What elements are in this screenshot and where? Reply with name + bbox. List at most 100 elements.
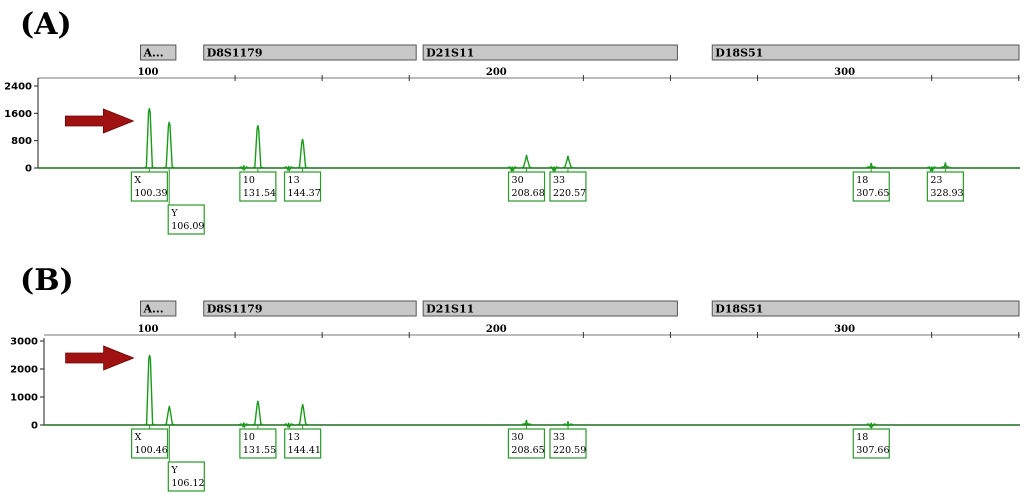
y-tick-label: 800: [11, 136, 32, 147]
allele-peak: [865, 422, 878, 429]
allele-label-box: [852, 171, 890, 202]
allele-size: 144.41: [288, 445, 321, 456]
allele-size: 208.68: [512, 188, 545, 199]
allele-call: X: [134, 175, 141, 186]
allele-size: 220.57: [553, 188, 586, 199]
allele-size: 106.12: [171, 478, 204, 489]
allele-call: 18: [856, 175, 868, 186]
marker-label: D21S11: [426, 47, 474, 60]
stutter-peak: [238, 422, 250, 429]
allele-call: 10: [243, 175, 255, 186]
marker-label: D18S51: [715, 303, 763, 316]
x-tick-label: 200: [486, 67, 507, 78]
y-tick-label: 2400: [4, 82, 32, 93]
allele-peak: [296, 138, 309, 169]
marker-label: D8S1179: [207, 303, 263, 316]
allele-call: 10: [243, 432, 255, 443]
marker-bar: [140, 44, 177, 61]
y-tick-label: 0: [25, 164, 32, 175]
stutter-peak: [282, 422, 295, 429]
allele-call: Y: [170, 465, 178, 476]
marker-bar: [711, 44, 1020, 61]
y-tick-label: 2000: [10, 365, 38, 376]
x-tick-label: 300: [834, 67, 855, 78]
allele-label-box: [167, 461, 205, 492]
marker-bar: [422, 44, 678, 61]
allele-size: 100.46: [135, 445, 168, 456]
y-tick-label: 3000: [10, 337, 38, 348]
marker-bar: [422, 300, 678, 317]
allele-call: 18: [856, 432, 868, 443]
allele-size: 131.54: [243, 188, 276, 199]
allele-size: 106.09: [171, 221, 204, 232]
allele-peak: [296, 404, 309, 426]
marker-bar: [203, 44, 417, 61]
allele-label-box: [507, 428, 546, 459]
stutter-peak: [506, 166, 519, 173]
allele-label-box: [852, 428, 890, 459]
allele-call: 33: [553, 432, 565, 443]
allele-peak: [939, 162, 952, 169]
allele-label-box: [549, 171, 587, 202]
marker-label: A...: [143, 303, 164, 316]
stutter-peak: [925, 166, 938, 173]
arrow-icon: [64, 108, 135, 134]
allele-size: 307.66: [856, 445, 889, 456]
allele-peak: [520, 154, 533, 169]
y-tick-label: 1600: [4, 109, 32, 120]
marker-bar: [140, 300, 177, 317]
allele-call: X: [135, 432, 142, 443]
allele-peak: [163, 405, 176, 426]
allele-call: 23: [930, 175, 942, 186]
allele-label-box: [130, 171, 168, 202]
allele-peak: [561, 155, 575, 169]
x-tick-label: 300: [834, 324, 855, 335]
allele-peak: [251, 125, 265, 169]
allele-size: 144.37: [288, 188, 321, 199]
allele-peak: [865, 162, 878, 169]
allele-size: 100.39: [134, 188, 167, 199]
allele-label-box: [239, 171, 277, 202]
allele-label-box: [283, 171, 322, 202]
allele-call: 30: [512, 175, 524, 186]
panel-label: (B): [20, 263, 74, 298]
x-tick-label: 200: [486, 324, 507, 335]
marker-label: A...: [143, 47, 164, 60]
allele-peak: [162, 121, 176, 169]
x-tick-label: 100: [138, 67, 159, 78]
allele-peak: [561, 421, 575, 427]
allele-label-box: [507, 171, 546, 202]
allele-label-box: [926, 171, 964, 202]
stutter-peak: [238, 165, 250, 171]
allele-call: 13: [288, 432, 300, 443]
allele-label-box: [549, 428, 587, 459]
allele-label-box: [284, 428, 322, 459]
allele-call: 30: [511, 432, 523, 443]
allele-peak: [143, 354, 156, 426]
allele-call: 33: [553, 175, 565, 186]
allele-peak: [520, 419, 533, 426]
allele-call: 13: [288, 175, 300, 186]
allele-size: 307.65: [856, 188, 889, 199]
allele-size: 220.59: [553, 445, 586, 456]
marker-label: D8S1179: [207, 47, 263, 60]
stutter-peak: [548, 166, 560, 173]
panel-label: (A): [20, 7, 72, 42]
allele-label-box: [167, 204, 205, 235]
stutter-peak: [282, 165, 295, 172]
marker-bar: [203, 300, 417, 317]
marker-bar: [711, 300, 1020, 317]
marker-label: D21S11: [426, 303, 474, 316]
allele-call: Y: [170, 208, 178, 219]
allele-label-box: [239, 428, 277, 459]
allele-label-box: [131, 428, 169, 459]
allele-size: 131.55: [243, 445, 276, 456]
y-tick-label: 0: [31, 421, 38, 432]
x-tick-label: 100: [138, 324, 159, 335]
marker-label: D18S51: [715, 47, 763, 60]
y-tick-label: 1000: [10, 393, 38, 404]
allele-peak: [251, 400, 265, 426]
